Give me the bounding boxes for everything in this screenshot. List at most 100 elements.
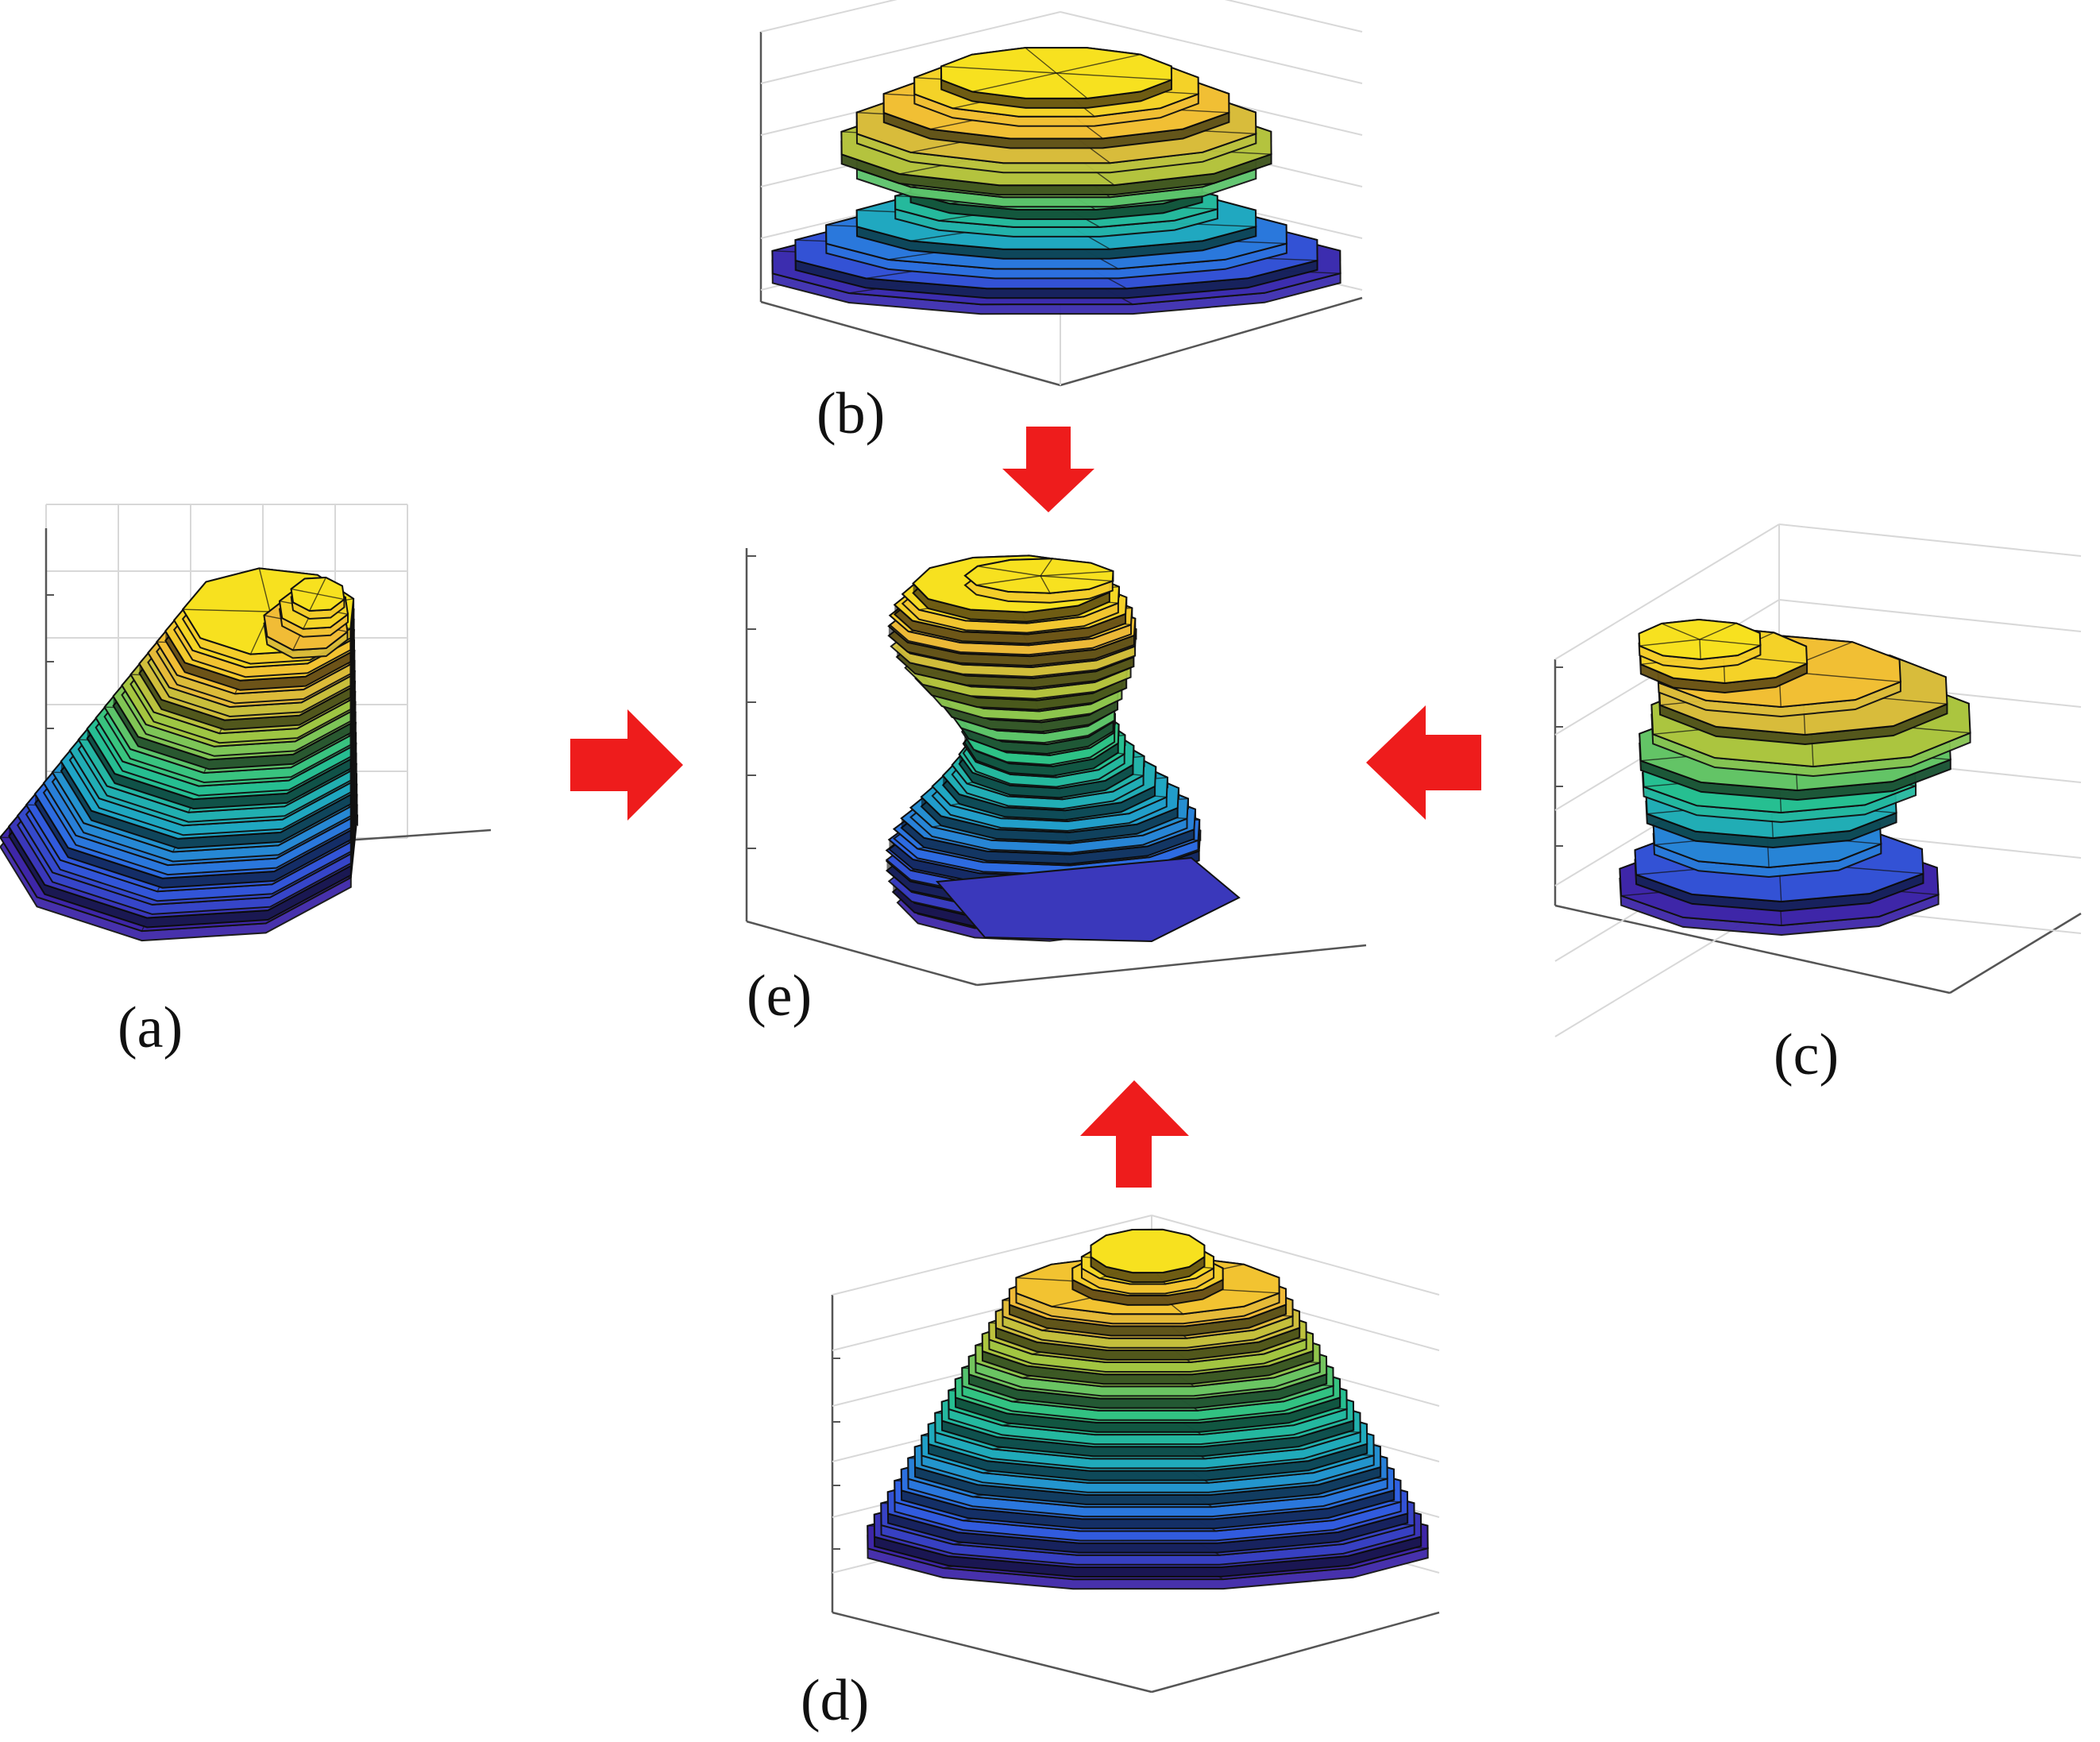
arrow-icon [1002,427,1094,512]
layer-shadow [60,761,351,848]
layer-shadow [915,1466,1381,1504]
layer-shadow [883,112,1230,149]
x-axis-line [760,300,1061,387]
layer-shadow [897,647,1134,688]
mesh-edge [976,575,1041,586]
layer-shadow [165,631,351,690]
grid-line [1060,11,1363,84]
arrow-icon [1366,705,1481,820]
mesh-edge [258,568,271,612]
mesh-edge [1040,575,1113,582]
layer-shadow [841,154,1272,195]
layer-shadow [139,663,351,730]
grid-line [760,11,1061,84]
layer-shadow [942,1420,1354,1457]
mesh-edge [1661,623,1700,640]
grid-line [1224,0,1363,33]
layer-shadow [1091,1257,1205,1283]
x-axis-line [832,1611,1152,1694]
mesh-edge [1040,570,1114,577]
layer-shadow [910,192,1202,219]
arrow-icon [570,709,683,821]
layer-shadow [9,826,351,928]
layer-shadow [915,669,1127,710]
panel-b-label: (b) [816,381,885,446]
panel-d-label: (d) [801,1668,869,1733]
layer-shadow [956,711,1114,754]
mesh-edge [1056,72,1088,99]
layer-shadow [1640,759,1951,800]
grid-line [832,1215,1152,1296]
mesh-edge [977,566,1041,577]
panel-e-label: (e) [747,964,812,1029]
layer-shadow [938,689,1118,732]
y-axis-line [1949,912,2082,995]
mesh-edge [309,593,318,612]
mesh-edge [317,577,326,595]
layer-shadow [964,732,1118,776]
mesh-edge [317,593,345,601]
mesh-edge [1040,558,1053,577]
layer-shadow [35,794,351,888]
layer-shadow [913,583,1110,622]
mesh-edge [1040,575,1051,594]
mesh-edge [1056,72,1172,81]
mesh-edge [971,72,1057,93]
contour-layer [1090,1228,1206,1274]
layer-shadow [888,626,1134,666]
layer-shadow [874,1536,1422,1577]
panel-c-plot [1554,523,2082,1037]
layer-shadow [857,226,1257,259]
mesh-edge [1699,639,1761,647]
grid-line [1778,523,2082,557]
layer-shadow [928,1443,1368,1481]
mesh-edge [1056,53,1141,74]
y-axis-line [976,944,1367,987]
layer-shadow [941,79,1172,108]
grid-line [1554,523,1780,660]
layer-shadow [969,1374,1327,1408]
x-axis-line [1554,904,1951,995]
panel-b-plot [759,0,1363,387]
layer-shadow [1646,813,1897,848]
mesh-edge [1699,622,1737,640]
layer-shadow [1636,873,1924,911]
layer-shadow [1009,1304,1287,1336]
mesh-edge [941,65,1057,74]
layer-shadow [1660,704,1948,744]
mesh-edge [1025,47,1057,74]
layer-shadow [113,696,351,770]
panel-e-plot [745,548,1367,987]
x-axis-line [746,920,978,987]
grid-line [760,0,898,33]
mesh-edge [291,588,318,595]
mesh-edge [1639,639,1700,647]
layer-shadow [955,1397,1341,1432]
layer-shadow [87,728,351,809]
layer-shadow [795,260,1318,299]
layer-shadow [901,1490,1395,1529]
arrow-icon [1080,1080,1189,1188]
y-axis-line [1060,296,1363,387]
grid-line [1778,599,2082,632]
panel-a-plot [0,504,492,942]
mesh-edge [183,608,271,612]
layer-shadow [943,775,1156,821]
layer-shadow [1072,1280,1223,1305]
layer-shadow [901,818,1195,864]
y-axis-line [1151,1611,1440,1694]
panel-c-label: (c) [1774,1022,1839,1087]
layer-shadow [888,1513,1408,1553]
layer-shadow [959,754,1133,798]
panel-a-label: (a) [118,995,183,1060]
layer-shadow [996,1327,1300,1360]
layer-shadow [894,604,1126,644]
base-layer [935,856,1241,943]
layer-shadow [1640,663,1808,693]
layer-shadow [921,797,1178,842]
layer-shadow [982,1350,1314,1385]
arrows-group [570,427,1481,1188]
panel-d-plot [831,1215,1440,1694]
grid-line [1151,1215,1440,1296]
